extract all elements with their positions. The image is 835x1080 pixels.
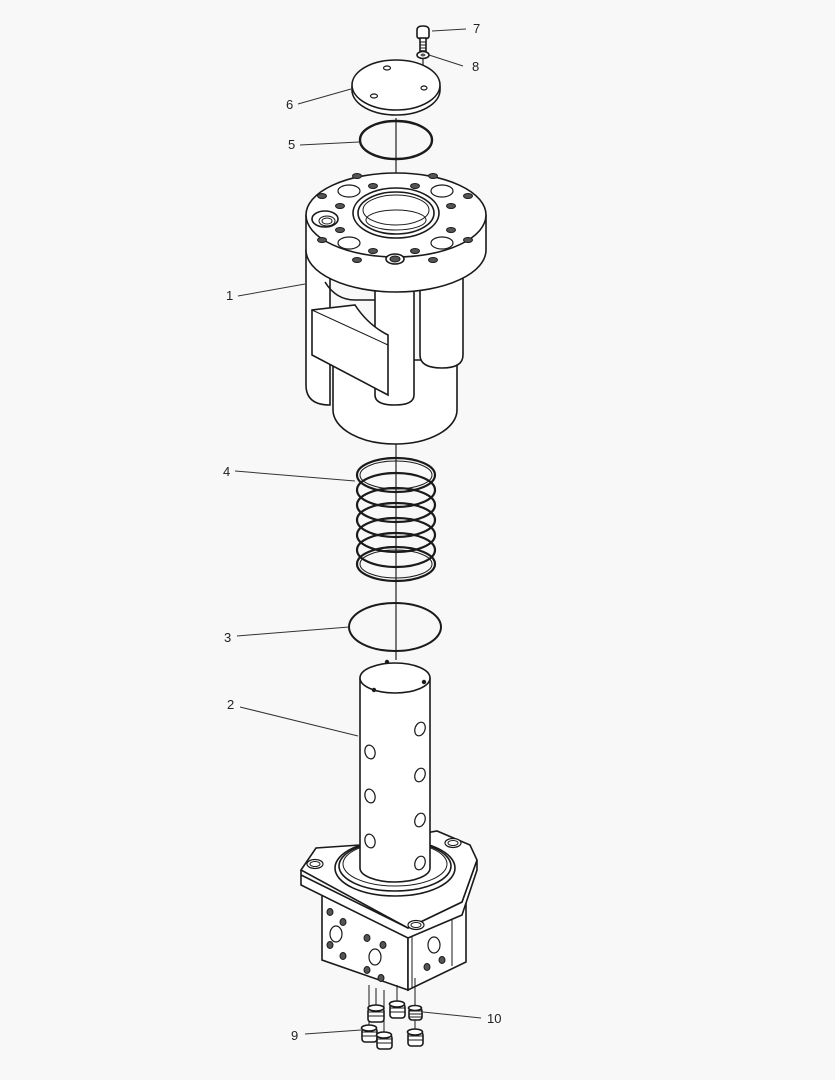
leader-lines — [234, 28, 482, 1035]
o-ring-part-5 — [358, 119, 434, 161]
callout-4: 4 — [223, 464, 230, 479]
plug — [407, 1004, 423, 1021]
plugs-part-9-10 — [360, 1000, 424, 1050]
plug — [375, 1031, 393, 1050]
perforated-tube-part-2 — [299, 659, 478, 992]
washer-part-8 — [416, 50, 430, 60]
callout-5: 5 — [288, 137, 295, 152]
plug — [367, 1004, 385, 1023]
cover-plate-part-6 — [351, 59, 441, 116]
plug — [360, 1024, 378, 1043]
plug — [406, 1028, 424, 1047]
plug — [388, 1000, 406, 1019]
housing-body-part-1 — [305, 172, 487, 445]
callout-3: 3 — [224, 630, 231, 645]
callout-9: 9 — [291, 1028, 298, 1043]
callout-8: 8 — [472, 59, 479, 74]
o-ring-part-3 — [348, 602, 442, 652]
callout-2: 2 — [227, 697, 234, 712]
callout-10: 10 — [487, 1011, 501, 1026]
callout-labels: 7 8 6 5 1 4 3 2 9 10 — [223, 21, 501, 1043]
bolt-part-7 — [416, 25, 430, 52]
callout-1: 1 — [226, 288, 233, 303]
coil-spring-part-4 — [355, 456, 437, 583]
callout-7: 7 — [473, 21, 480, 36]
callout-6: 6 — [286, 97, 293, 112]
